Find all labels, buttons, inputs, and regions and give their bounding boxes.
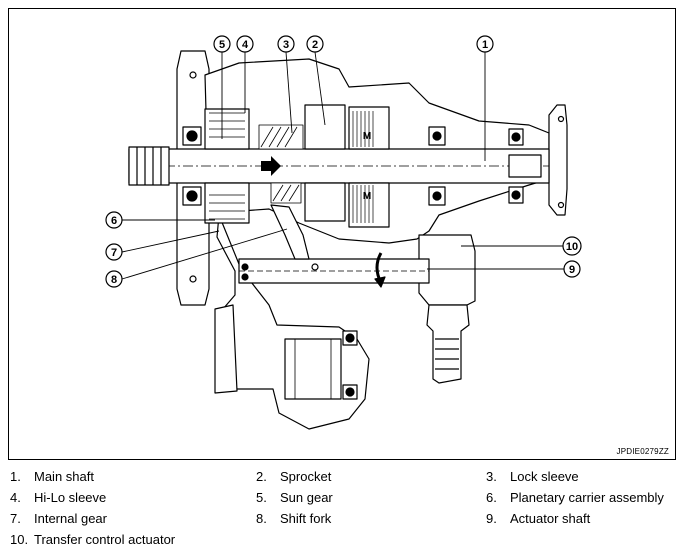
svg-text:10: 10	[566, 241, 578, 253]
gear-mark-lower: M	[363, 191, 371, 202]
svg-text:9: 9	[569, 264, 575, 276]
front-output-gear	[284, 338, 342, 400]
callout-6: 6	[105, 211, 123, 229]
gear-mark-upper: M	[363, 131, 371, 142]
legend-item: 8.Shift fork	[256, 511, 332, 526]
sleeve-hatching	[258, 124, 304, 204]
legend-item: 4.Hi-Lo sleeve	[10, 490, 107, 505]
diagram-frame: M M 1 2 3 4	[8, 8, 676, 460]
callout-7: 7	[105, 243, 123, 261]
bearings	[182, 126, 524, 400]
actuator-housing	[418, 234, 476, 306]
svg-text:5: 5	[219, 39, 225, 51]
figure-code: JPDIE0279ZZ	[616, 447, 669, 456]
rear-output-yoke	[508, 154, 542, 178]
legend-item: 9.Actuator shaft	[486, 511, 591, 526]
svg-text:4: 4	[242, 39, 249, 51]
svg-text:2: 2	[312, 39, 318, 51]
clutch-pack	[348, 106, 390, 228]
svg-text:7: 7	[111, 247, 117, 259]
callout-8: 8	[105, 270, 123, 288]
legend-item: 5.Sun gear	[256, 490, 333, 505]
shift-fork	[270, 204, 310, 260]
callout-5: 5	[213, 35, 231, 53]
callout-2: 2	[306, 35, 324, 53]
svg-text:3: 3	[283, 39, 289, 51]
parts-legend: 1.Main shaft 2.Sprocket 3.Lock sleeve 4.…	[10, 469, 680, 553]
callout-9: 9	[563, 260, 581, 278]
callout-1: 1	[476, 35, 494, 53]
svg-text:6: 6	[111, 215, 117, 227]
front-output-flange	[214, 304, 238, 394]
sprocket-lower	[304, 182, 346, 222]
transfer-cross-section: M M 1 2 3 4	[105, 35, 582, 430]
legend-item: 10.Transfer control actuator	[10, 532, 176, 547]
callout-10: 10	[562, 236, 582, 256]
actuator-motor	[426, 304, 470, 384]
legend-item: 6.Planetary carrier assembly	[486, 490, 664, 505]
rear-flange	[548, 104, 568, 216]
legend-item: 7.Internal gear	[10, 511, 107, 526]
svg-text:8: 8	[111, 274, 117, 286]
callout-3: 3	[277, 35, 295, 53]
sprocket-upper	[304, 104, 346, 150]
svg-text:1: 1	[482, 39, 488, 51]
legend-item: 3.Lock sleeve	[486, 469, 579, 484]
callout-4: 4	[236, 35, 254, 53]
power-flow-arrow	[261, 156, 281, 176]
legend-item: 2.Sprocket	[256, 469, 332, 484]
legend-item: 1.Main shaft	[10, 469, 94, 484]
